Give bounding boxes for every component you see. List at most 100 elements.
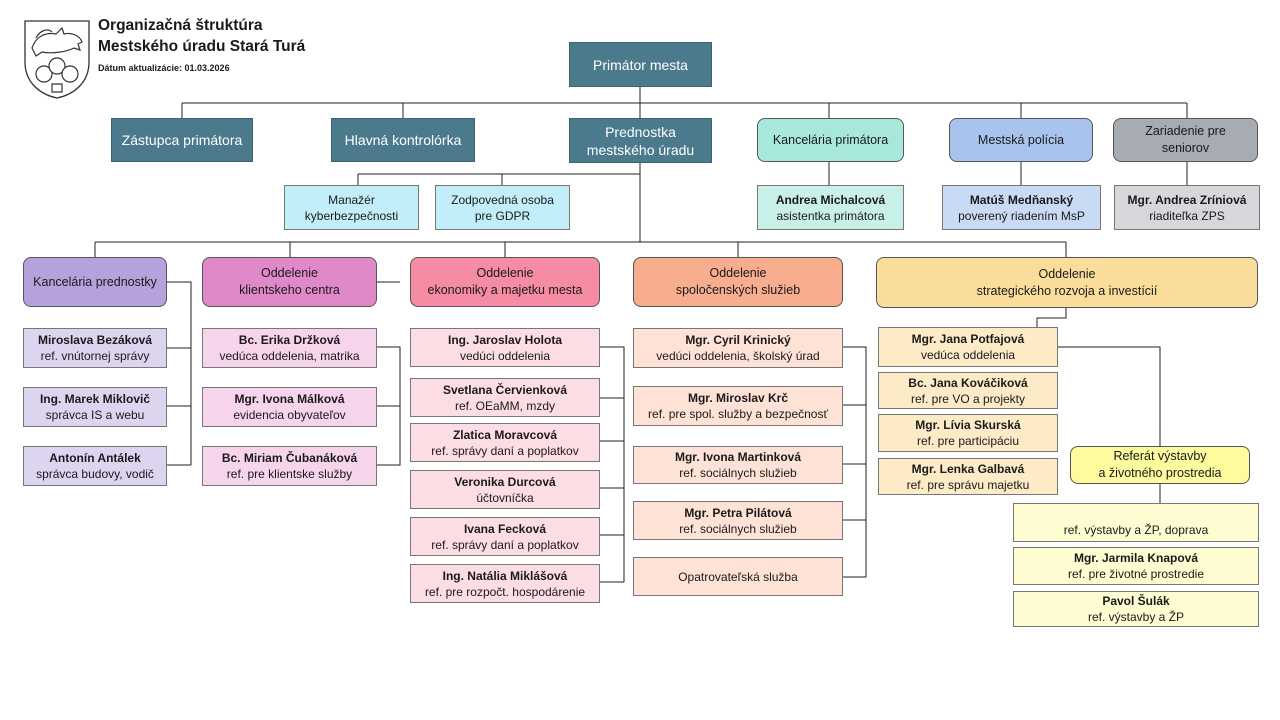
person-name: Miroslava Bezáková: [37, 333, 153, 347]
person-name: Ing. Jaroslav Holota: [447, 332, 563, 347]
person-vystavba-doprava: ref. výstavby a ŽP, doprava: [1013, 503, 1259, 542]
person-name: Bc. Erika Držková: [238, 333, 341, 347]
person-role: ref. pre rozpočt. hospodárenie: [424, 584, 586, 599]
mednansky-name: Matúš Medňanský: [969, 192, 1074, 207]
gdpr-line-2: pre GDPR: [474, 208, 531, 223]
dept-spolocenske-sluzby: Oddelenie spoločenských služieb: [633, 257, 843, 307]
person-name: Mgr. Jarmila Knapová: [1073, 551, 1199, 565]
update-date: Dátum aktualizácie: 01.03.2026: [98, 63, 230, 73]
manazer-kyberbezpecnosti-box: Manažér kyberbezpečnosti: [284, 185, 419, 230]
dept-klientske-centrum: Oddelenie klientskeho centra: [202, 257, 377, 307]
person-drzkova: Bc. Erika Držková vedúca oddelenia, matr…: [202, 328, 377, 368]
person-pilatova: Mgr. Petra Pilátová ref. sociálnych služ…: [633, 501, 843, 540]
person-martinkova: Mgr. Ivona Martinková ref. sociálnych sl…: [633, 446, 843, 484]
title-line-1: Organizačná štruktúra: [98, 17, 263, 34]
dept-kp-label: Kancelária prednostky: [33, 274, 157, 289]
person-role: vedúca oddelenia: [920, 348, 1016, 362]
person-antalek: Antonín Antálek správca budovy, vodič: [23, 446, 167, 486]
person-role: správca budovy, vodič: [36, 467, 154, 481]
dept-ss-line-2: spoločenských služieb: [675, 283, 801, 297]
person-galbava: Mgr. Lenka Galbavá ref. pre správu majet…: [878, 458, 1058, 495]
kyber-line-1: Manažér: [328, 192, 375, 207]
prednostka-line-1: Prednostka: [605, 123, 676, 140]
gdpr-line-1: Zodpovedná osoba: [451, 192, 554, 207]
referat-line-1: Referát výstavby: [1113, 449, 1207, 463]
person-role: ref. pre klientske služby: [226, 467, 353, 481]
dept-ek-line-2: ekonomiky a majetku mesta: [427, 283, 583, 297]
person-name: Zlatica Moravcová: [452, 427, 558, 442]
dept-kc-line-2: klientskeho centra: [239, 283, 340, 297]
zariadenie-seniorov-line-1: Zariadenie pre: [1145, 124, 1226, 138]
zriniova-name: Mgr. Andrea Zríniová: [1127, 192, 1247, 207]
person-role: správca IS a webu: [45, 408, 145, 422]
opatrovatelska-sluzba-label: Opatrovateľská služba: [678, 569, 798, 584]
person-name: Mgr. Ivona Málková: [234, 392, 345, 406]
person-knapova: Mgr. Jarmila Knapová ref. pre životné pr…: [1013, 547, 1259, 585]
primator-box: Primátor mesta: [569, 42, 712, 87]
person-cervienkova: Svetlana Červienková ref. OEaMM, mzdy: [410, 378, 600, 417]
person-role: vedúci oddelenia: [459, 348, 551, 363]
person-name: Mgr. Cyril Krinický: [685, 333, 791, 347]
page-title: Organizačná štruktúra Mestského úradu St…: [98, 15, 305, 57]
mednansky-box: Matúš Medňanský poverený riadením MsP: [942, 185, 1101, 230]
dept-ss-line-1: Oddelenie: [709, 266, 767, 280]
person-name: Mgr. Petra Pilátová: [684, 505, 792, 520]
person-skurska: Mgr. Lívia Skurská ref. pre participáciu: [878, 414, 1058, 452]
mednansky-role: poverený riadením MsP: [958, 208, 1085, 223]
kancelaria-primatora-box: Kancelária primátora: [757, 118, 904, 162]
person-role: účtovníčka: [476, 490, 534, 505]
person-name: Veronika Durcová: [454, 474, 556, 489]
zariadenie-seniorov-box: Zariadenie pre seniorov: [1113, 118, 1258, 162]
person-malkova: Mgr. Ivona Málková evidencia obyvateľov: [202, 387, 377, 427]
person-name: Bc. Miriam Čubanáková: [221, 451, 358, 465]
person-role: evidencia obyvateľov: [233, 408, 346, 422]
mestska-policia-box: Mestská polícia: [949, 118, 1093, 162]
person-name: Mgr. Miroslav Krč: [687, 391, 789, 405]
person-holota: Ing. Jaroslav Holota vedúci oddelenia: [410, 328, 600, 367]
kancelaria-primatora-label: Kancelária primátora: [772, 132, 889, 147]
zastupca-label: Zástupca primátora: [121, 132, 243, 148]
person-moravcova: Zlatica Moravcová ref. správy daní a pop…: [410, 423, 600, 462]
person-role: ref. výstavby a ŽP: [1087, 610, 1185, 624]
person-name: Ivana Fecková: [463, 521, 547, 536]
dept-sr-line-1: Oddelenie: [1038, 266, 1096, 281]
dept-kc-line-1: Oddelenie: [261, 266, 318, 280]
michalcova-role: asistentka primátora: [776, 208, 885, 223]
person-role: ref. pre životné prostredie: [1067, 567, 1205, 581]
city-coat-of-arms-logo: [24, 20, 90, 99]
person-name: Svetlana Červienková: [442, 382, 568, 397]
person-role: ref. pre VO a projekty: [910, 391, 1026, 406]
person-potfajova: Mgr. Jana Potfajová vedúca oddelenia: [878, 327, 1058, 367]
person-role: ref. vnútornej správy: [40, 349, 150, 363]
person-role: ref. pre participáciu: [916, 434, 1020, 448]
person-name: Antonín Antálek: [49, 451, 141, 465]
person-role: ref. pre spol. služby a bezpečnosť: [648, 407, 828, 421]
kyber-line-2: kyberbezpečnosti: [304, 208, 399, 223]
person-role: ref. správy daní a poplatkov: [431, 443, 579, 458]
person-name: Mgr. Lenka Galbavá: [911, 461, 1025, 476]
person-krinicky: Mgr. Cyril Krinický vedúci oddelenia, šk…: [633, 328, 843, 368]
person-role: ref. výstavby a ŽP, doprava: [1063, 523, 1209, 537]
person-role: ref. sociálnych služieb: [679, 521, 797, 536]
opatrovatelska-sluzba-box: Opatrovateľská služba: [633, 557, 843, 596]
person-role: ref. sociálnych služieb: [679, 466, 797, 480]
kontrolorka-label: Hlavná kontrolórka: [344, 132, 462, 148]
michalcova-name: Andrea Michalcová: [775, 192, 886, 207]
referat-vystavby-box: Referát výstavby a životného prostredia: [1070, 446, 1250, 484]
kontrolorka-box: Hlavná kontrolórka: [331, 118, 475, 162]
person-name: Mgr. Jana Potfajová: [911, 332, 1025, 346]
person-durcova: Veronika Durcová účtovníčka: [410, 470, 600, 509]
person-role: ref. pre správu majetku: [906, 477, 1030, 492]
person-role: ref. správy daní a poplatkov: [431, 537, 579, 552]
mestska-policia-label: Mestská polícia: [977, 132, 1065, 147]
person-feckova: Ivana Fecková ref. správy daní a poplatk…: [410, 517, 600, 556]
person-name: Mgr. Ivona Martinková: [674, 450, 802, 464]
zariadenie-seniorov-line-2: seniorov: [1161, 141, 1210, 155]
dept-sr-line-2: strategického rozvoja a investícií: [976, 283, 1158, 298]
person-role: ref. OEaMM, mzdy: [454, 398, 555, 413]
dept-strategicky-rozvoj: Oddelenie strategického rozvoja a invest…: [876, 257, 1258, 308]
dept-kancelaria-prednostky: Kancelária prednostky: [23, 257, 167, 307]
person-role: vedúci oddelenia, školský úrad: [656, 349, 820, 363]
person-miklasova: Ing. Natália Miklášová ref. pre rozpočt.…: [410, 564, 600, 603]
